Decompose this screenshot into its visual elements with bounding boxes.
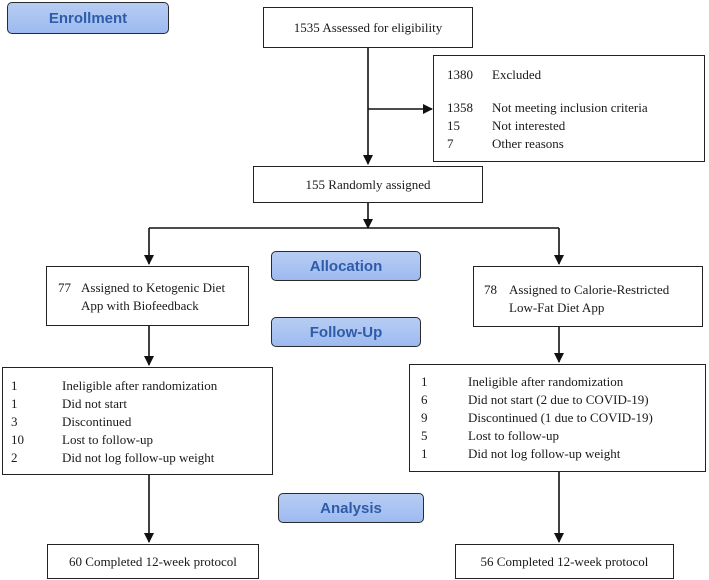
randomized-text: 155 Randomly assigned — [305, 177, 431, 192]
right-completed-box: 56 Completed 12-week protocol — [455, 544, 674, 579]
left-followup-count: 10 — [11, 432, 24, 447]
excluded-label: Not interested — [492, 118, 566, 133]
left-followup-label: Did not start — [62, 396, 127, 411]
right-arm-allocation-box: 78 Assigned to Calorie-Restricted Low-Fa… — [473, 266, 703, 327]
excluded-count: 15 — [447, 118, 460, 133]
right-followup-label: Did not log follow-up weight — [468, 446, 621, 461]
left-completed-text: 60 Completed 12-week protocol — [69, 554, 237, 569]
left-arm-label-line1: Assigned to Ketogenic Diet — [81, 280, 226, 295]
stage-followup-label: Follow-Up — [271, 317, 421, 347]
right-followup-label: Did not start (2 due to COVID-19) — [468, 392, 649, 407]
excluded-label: Not meeting inclusion criteria — [492, 100, 648, 115]
left-followup-label: Lost to follow-up — [62, 432, 153, 447]
left-arm-allocation-box: 77 Assigned to Ketogenic Diet App with B… — [46, 266, 249, 326]
left-completed-box: 60 Completed 12-week protocol — [47, 544, 259, 579]
right-followup-count: 6 — [421, 392, 428, 407]
excluded-box: 1380 Excluded 1358 Not meeting inclusion… — [433, 55, 705, 162]
right-followup-count: 5 — [421, 428, 428, 443]
stage-allocation-label: Allocation — [271, 251, 421, 281]
right-followup-label: Lost to follow-up — [468, 428, 559, 443]
right-followup-count: 1 — [421, 374, 428, 389]
stage-enrollment-label: Enrollment — [7, 2, 169, 34]
left-followup-label: Did not log follow-up weight — [62, 450, 215, 465]
excluded-count: 1358 — [447, 100, 473, 115]
stage-analysis-label: Analysis — [278, 493, 424, 523]
left-arm-count: 77 — [58, 280, 71, 295]
right-completed-text: 56 Completed 12-week protocol — [480, 554, 649, 569]
left-followup-count: 3 — [11, 414, 18, 429]
right-arm-count: 78 — [484, 282, 497, 297]
assessed-box: 1535 Assessed for eligibility — [263, 7, 473, 48]
right-followup-label: Ineligible after randomization — [468, 374, 624, 389]
excluded-label: Other reasons — [492, 136, 564, 151]
right-followup-count: 1 — [421, 446, 428, 461]
right-followup-box: 1 Ineligible after randomization 6 Did n… — [409, 364, 706, 472]
right-followup-count: 9 — [421, 410, 428, 425]
excluded-count: 7 — [447, 136, 454, 151]
left-followup-count: 1 — [11, 378, 18, 393]
left-followup-label: Ineligible after randomization — [62, 378, 218, 393]
excluded-label: Excluded — [492, 67, 542, 82]
left-followup-box: 1 Ineligible after randomization 1 Did n… — [2, 367, 273, 475]
right-followup-label: Discontinued (1 due to COVID-19) — [468, 410, 653, 425]
right-arm-label-line2: Low-Fat Diet App — [509, 300, 605, 315]
assessed-text: 1535 Assessed for eligibility — [293, 20, 443, 35]
left-arm-label-line2: App with Biofeedback — [81, 298, 199, 313]
left-followup-count: 2 — [11, 450, 18, 465]
left-followup-label: Discontinued — [62, 414, 132, 429]
left-followup-count: 1 — [11, 396, 18, 411]
excluded-count: 1380 — [447, 67, 473, 82]
randomized-box: 155 Randomly assigned — [253, 166, 483, 203]
right-arm-label-line1: Assigned to Calorie-Restricted — [509, 282, 670, 297]
